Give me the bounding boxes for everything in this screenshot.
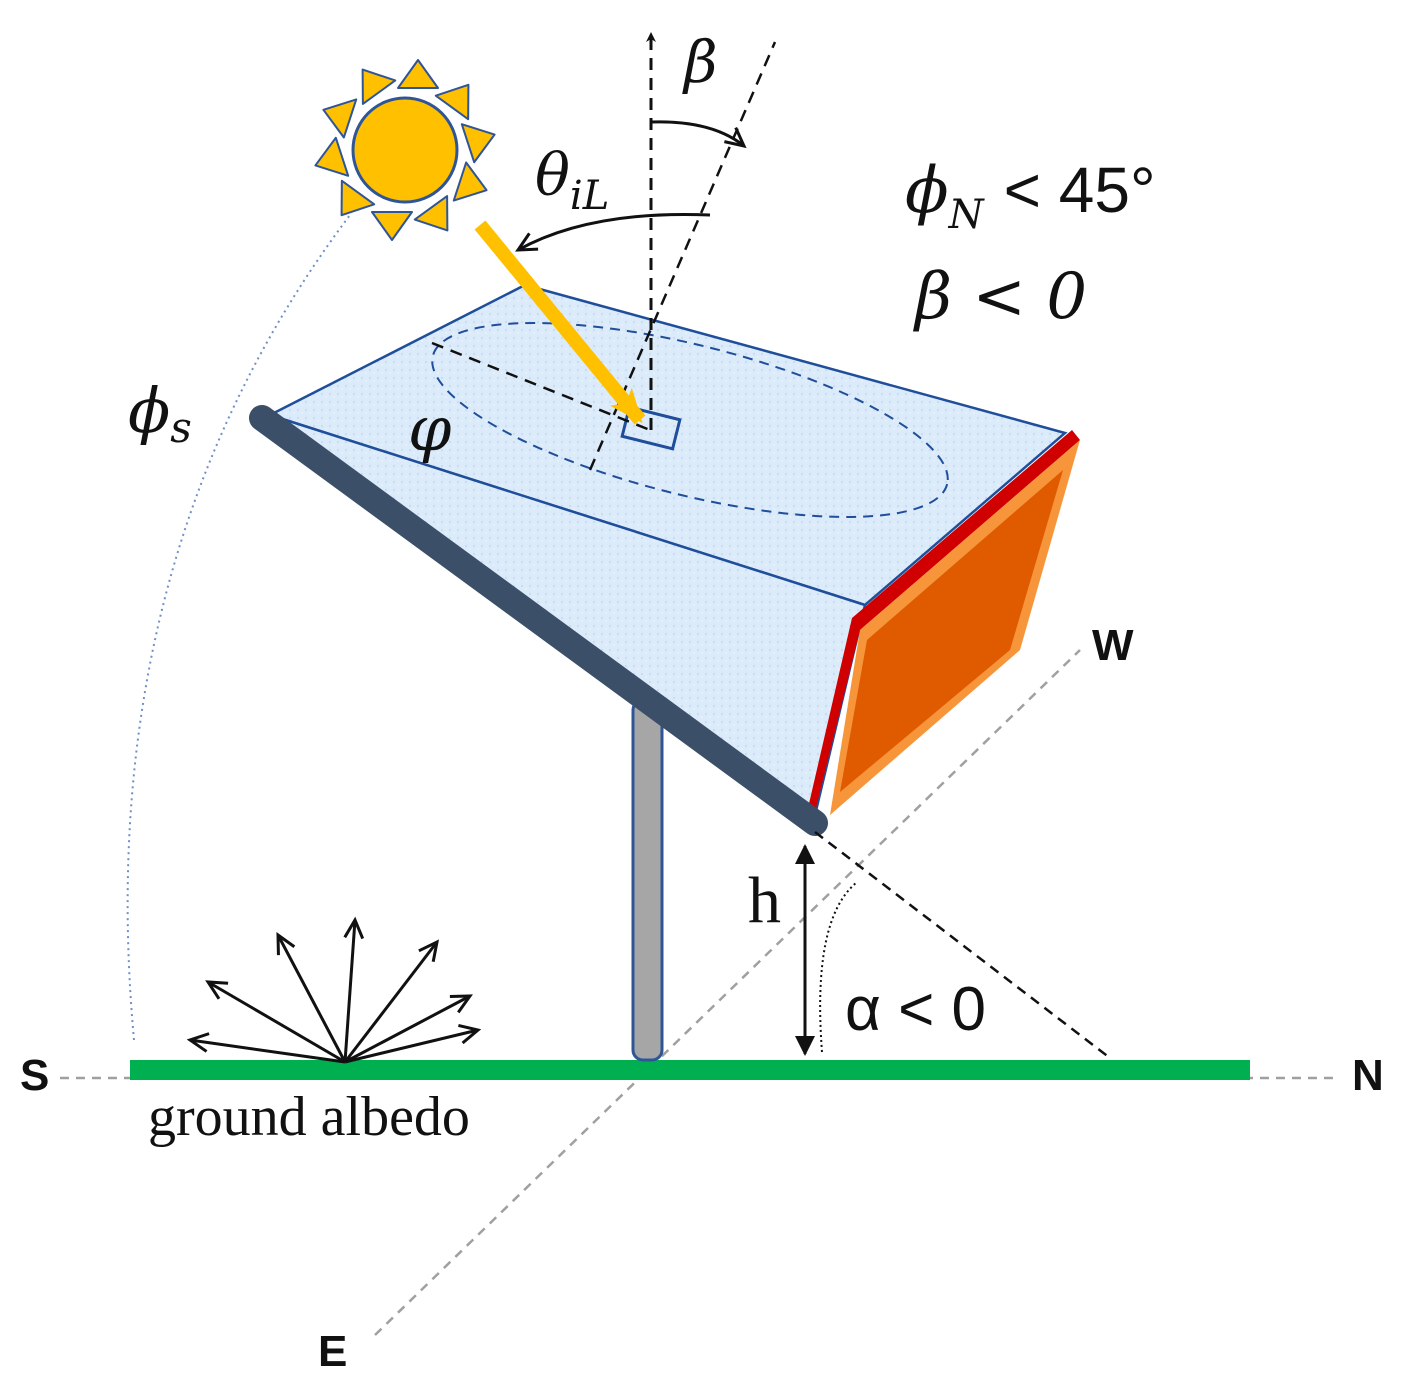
compass-south: S bbox=[20, 1051, 49, 1100]
height-label: h bbox=[748, 864, 781, 937]
varphi-label: φ bbox=[408, 392, 452, 465]
support-pole bbox=[631, 698, 664, 1062]
alpha-line bbox=[814, 831, 1111, 1059]
beta-condition: β < 0 bbox=[913, 260, 1087, 334]
beta-arc-arrow bbox=[650, 120, 747, 149]
receiver-ellipse bbox=[431, 322, 949, 518]
sun-rays bbox=[314, 59, 496, 241]
angle-lines bbox=[431, 32, 1111, 1059]
albedo-arrows bbox=[186, 916, 482, 1064]
ground-albedo-label: ground albedo bbox=[148, 1086, 470, 1148]
height-arrow bbox=[795, 844, 815, 1056]
sun-ray-arrow bbox=[474, 220, 646, 425]
phi-n-condition: ϕN< 45° bbox=[905, 154, 1156, 238]
compass-north: N bbox=[1352, 1051, 1384, 1100]
beta-label: β bbox=[682, 28, 718, 96]
side-reflector bbox=[808, 430, 1080, 815]
reflector-edge bbox=[808, 430, 1080, 812]
panel-normal bbox=[588, 41, 777, 471]
theta-il-label: θiL bbox=[535, 141, 609, 219]
theta-arc-arrow bbox=[515, 212, 711, 252]
east-west-axis bbox=[374, 649, 1081, 1336]
phi-s-label: ϕs bbox=[128, 374, 192, 452]
sun-icon bbox=[314, 59, 496, 241]
alpha-condition: α < 0 bbox=[845, 975, 986, 1044]
sun-disk bbox=[351, 96, 459, 204]
frame-bar bbox=[249, 405, 828, 836]
compass-west: W bbox=[1092, 621, 1134, 670]
reflector-face bbox=[840, 470, 1063, 792]
solar-elevation-arc bbox=[126, 214, 351, 1041]
compass-east: E bbox=[318, 1327, 347, 1376]
